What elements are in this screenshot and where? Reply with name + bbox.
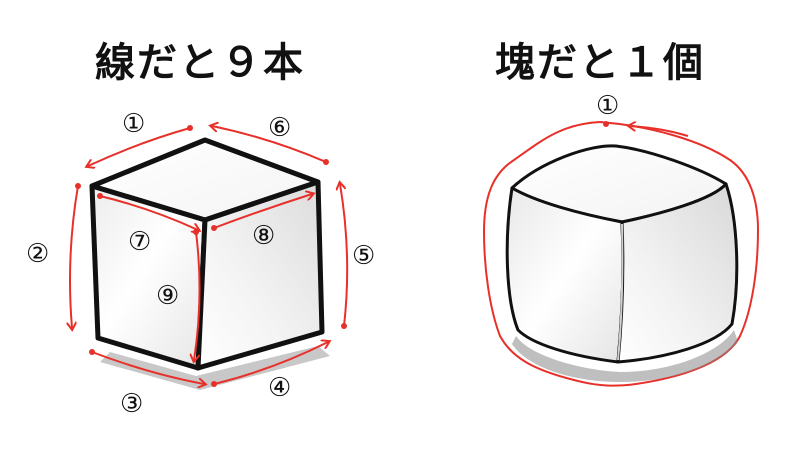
mass-start-dot xyxy=(603,121,609,127)
cube-right-face xyxy=(195,179,325,371)
arrow-1 xyxy=(88,127,191,166)
right-cube-diagram: ① xyxy=(482,91,760,387)
mass-shadow xyxy=(512,330,738,382)
label-5: ⑤ xyxy=(352,241,375,271)
label-8: ⑧ xyxy=(252,221,275,251)
arrow-3 xyxy=(91,351,204,384)
arrow-2 xyxy=(70,185,79,328)
mass-inner-edge xyxy=(617,223,624,361)
cube-left-face xyxy=(89,183,208,371)
label-6: ⑥ xyxy=(268,113,291,143)
right-panel: 塊だと１個 xyxy=(400,0,800,453)
label-1: ① xyxy=(122,109,145,139)
arrow-mass xyxy=(630,126,689,137)
left-title: 線だと９本 xyxy=(95,40,305,86)
edge-arrows xyxy=(70,125,349,387)
label-9: ⑨ xyxy=(156,281,179,311)
left-cube-diagram: ① ② ③ ④ ⑤ ⑥ ⑦ ⑧ ⑨ xyxy=(26,109,375,419)
label-4: ④ xyxy=(268,373,291,403)
label-2: ② xyxy=(26,239,49,269)
arrow-6 xyxy=(212,126,327,163)
label-mass-1: ① xyxy=(596,91,619,121)
arrow-5 xyxy=(340,184,349,327)
label-7: ⑦ xyxy=(128,227,151,257)
arrow-8 xyxy=(213,194,312,229)
arrow-7 xyxy=(99,195,198,230)
right-title: 塊だと１個 xyxy=(495,40,705,86)
arrow-9 xyxy=(194,231,201,360)
mass-outline xyxy=(482,120,760,387)
label-3: ③ xyxy=(120,389,143,419)
left-panel: 線だと９本 xyxy=(26,40,375,419)
arrow-4 xyxy=(213,342,328,385)
